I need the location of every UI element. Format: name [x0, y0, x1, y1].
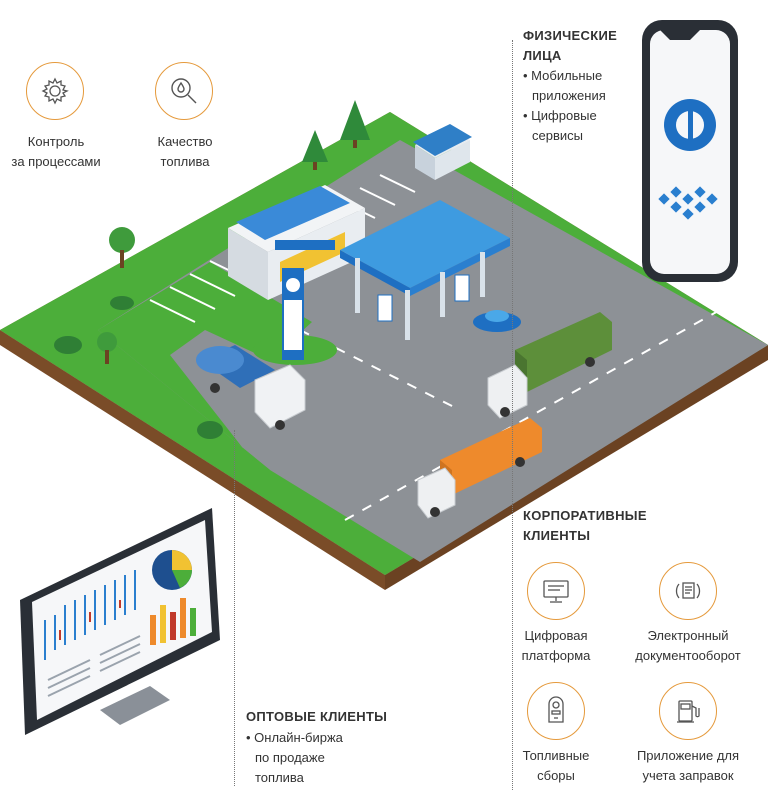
individuals-bullets: • Мобильные приложения • Цифровые сервис…	[523, 68, 606, 143]
monitor-illustration	[20, 508, 220, 735]
kiosk-building	[413, 124, 472, 180]
fuel-fees-caption: Топливные сборы	[522, 748, 590, 783]
fuel-meter-icon	[548, 696, 564, 723]
fuel-canopy	[340, 200, 510, 340]
text-lines	[47, 635, 141, 697]
control-caption: Контроль за процессами	[11, 134, 101, 169]
quality-caption: Качество топлива	[157, 134, 213, 169]
individuals-title: ФИЗИЧЕСКИЕ ЛИЦА	[523, 28, 618, 63]
blue-car	[473, 310, 521, 332]
smartphone-illustration	[642, 20, 738, 282]
wholesale-title: ОПТОВЫЕ КЛИЕНТЫ	[246, 709, 388, 724]
quality-icon-circle	[155, 62, 213, 120]
bullet-mobile-apps: • Мобильные	[523, 68, 603, 83]
brand-pylon	[253, 268, 337, 365]
fuel-fees-icon-circle	[527, 682, 585, 740]
pie-chart-icon	[152, 550, 192, 590]
fuel-pump-icon	[677, 700, 700, 723]
fuel-quality-magnifier-icon	[171, 78, 197, 104]
control-icon-circle	[26, 62, 84, 120]
green-truck	[487, 312, 612, 419]
bar-chart-icon	[150, 598, 196, 645]
wholesale-bullets: • Онлайн-биржа по продаже топлива	[246, 730, 343, 785]
monitor-icon	[543, 580, 569, 603]
divider-left	[234, 430, 235, 786]
trees	[54, 100, 370, 439]
brand-logo-icon	[664, 99, 716, 151]
digital-platform-caption: Цифровая платформа	[521, 628, 591, 663]
bullet-online-exchange: • Онлайн-биржа	[246, 730, 343, 745]
orange-truck	[417, 418, 542, 519]
bullet-digital-services: • Цифровые	[523, 108, 597, 123]
refuel-app-icon-circle	[659, 682, 717, 740]
edoc-caption: Электронный документооборот	[635, 628, 741, 663]
corporate-title: КОРПОРАТИВНЫЕ КЛИЕНТЫ	[523, 508, 647, 543]
document-cycle-icon	[675, 582, 701, 599]
refuel-app-caption: Приложение для учета заправок	[636, 748, 740, 783]
digital-platform-icon-circle	[527, 562, 585, 620]
gear-icon	[41, 77, 69, 105]
tanker-truck	[196, 345, 306, 430]
divider-right	[512, 40, 513, 790]
pixel-pattern-icon	[658, 186, 718, 220]
candlestick-chart-icon	[44, 570, 136, 660]
edoc-icon-circle	[659, 562, 717, 620]
